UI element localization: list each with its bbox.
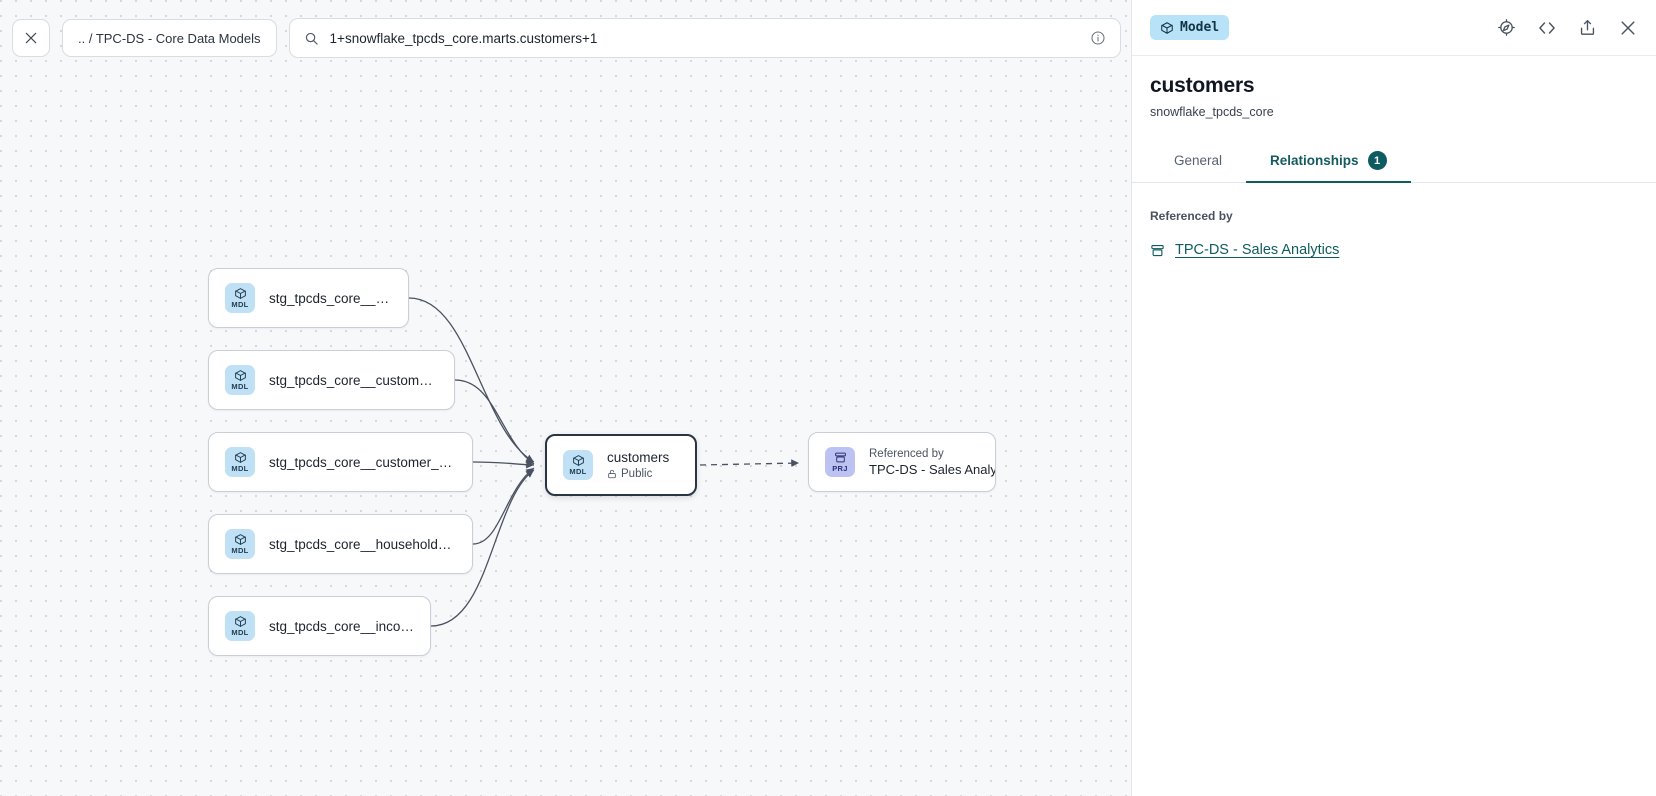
- node-title: TPC-DS - Sales Analytics: [869, 461, 995, 477]
- tab-label: Relationships: [1270, 153, 1359, 168]
- model-badge: MDL: [225, 283, 255, 313]
- breadcrumb[interactable]: .. / TPC-DS - Core Data Models: [62, 19, 277, 57]
- node-title: stg_tpcds_core__household_demogr…: [269, 536, 456, 552]
- details-panel: Model customers snowflake_tpcds_core: [1131, 0, 1656, 796]
- graph-node[interactable]: MDL stg_tpcds_core__household_demogr…: [208, 514, 473, 574]
- section-label-referenced-by: Referenced by: [1150, 209, 1233, 223]
- graph-node[interactable]: MDL stg_tpcds_core__income_band: [208, 596, 431, 656]
- node-text: stg_tpcds_core__customer_demogra…: [269, 455, 456, 470]
- page-title: customers: [1150, 74, 1255, 97]
- node-text: stg_tpcds_core__customer: [269, 291, 392, 306]
- badge-label: MDL: [231, 628, 249, 638]
- panel-body: Referenced by TPC-DS - Sales Analytics: [1132, 183, 1656, 258]
- reference-link[interactable]: TPC-DS - Sales Analytics: [1175, 242, 1340, 258]
- close-lineage-button[interactable]: [12, 19, 50, 57]
- breadcrumb-label: .. / TPC-DS - Core Data Models: [78, 30, 261, 46]
- graph-node[interactable]: MDL stg_tpcds_core__customer_address: [208, 350, 455, 410]
- badge-label: MDL: [231, 546, 249, 556]
- badge-label: MDL: [231, 464, 249, 474]
- node-text: Referenced by TPC-DS - Sales Analytics: [869, 447, 995, 477]
- panel-title-area: customers snowflake_tpcds_core: [1132, 56, 1656, 119]
- search-icon: [304, 31, 319, 46]
- close-icon[interactable]: [1618, 18, 1638, 38]
- project-badge: PRJ: [825, 447, 855, 477]
- panel-tabs: General Relationships 1: [1132, 141, 1656, 183]
- tab-label: General: [1174, 153, 1223, 168]
- cube-icon: [572, 454, 585, 467]
- project-icon: [834, 451, 847, 464]
- lineage-search[interactable]: [288, 18, 1121, 58]
- node-title: stg_tpcds_core__customer_address: [269, 372, 438, 388]
- share-icon[interactable]: [1578, 18, 1597, 37]
- cube-icon: [234, 533, 247, 546]
- graph-nodes-layer: MDL stg_tpcds_core__customer MDL stg_tpc…: [208, 268, 996, 656]
- node-kicker: Referenced by: [869, 447, 944, 460]
- info-circle-icon[interactable]: [1090, 30, 1106, 46]
- node-title: stg_tpcds_core__income_band: [269, 618, 414, 634]
- panel-header-actions: [1497, 18, 1638, 38]
- panel-subtitle: snowflake_tpcds_core: [1150, 105, 1274, 119]
- node-title: stg_tpcds_core__customer: [269, 290, 392, 306]
- node-text: customers Public: [607, 450, 669, 480]
- cube-icon: [234, 615, 247, 628]
- model-badge: MDL: [225, 365, 255, 395]
- node-text: stg_tpcds_core__household_demogr…: [269, 537, 456, 552]
- model-badge: MDL: [225, 529, 255, 559]
- lineage-canvas[interactable]: MDL stg_tpcds_core__customer MDL stg_tpc…: [0, 0, 1131, 796]
- node-visibility: Public: [607, 468, 669, 480]
- project-icon: [1150, 243, 1165, 258]
- badge-label: MDL: [231, 382, 249, 392]
- badge-label: MDL: [231, 300, 249, 310]
- node-title: stg_tpcds_core__customer_demogra…: [269, 454, 456, 470]
- model-badge: MDL: [563, 450, 593, 480]
- graph-node-selected[interactable]: MDL customers Public: [545, 434, 697, 496]
- entity-type-label: Model: [1180, 20, 1220, 35]
- tab-count-badge: 1: [1367, 151, 1387, 170]
- entity-type-chip: Model: [1150, 15, 1230, 40]
- graph-node-project[interactable]: PRJ Referenced by TPC-DS - Sales Analyti…: [808, 432, 996, 492]
- cube-icon: [234, 451, 247, 464]
- visibility-label: Public: [621, 468, 653, 480]
- search-input[interactable]: [329, 30, 1079, 46]
- badge-label: PRJ: [832, 464, 848, 474]
- tab-relationships[interactable]: Relationships 1: [1246, 141, 1411, 183]
- cube-icon: [1160, 21, 1174, 35]
- badge-label: MDL: [569, 467, 587, 477]
- model-badge: MDL: [225, 447, 255, 477]
- panel-header: Model: [1132, 0, 1656, 56]
- reference-item[interactable]: TPC-DS - Sales Analytics: [1150, 242, 1638, 258]
- graph-node[interactable]: MDL stg_tpcds_core__customer: [208, 268, 409, 328]
- node-text: stg_tpcds_core__income_band: [269, 619, 414, 634]
- close-icon: [23, 30, 39, 46]
- cube-icon: [234, 287, 247, 300]
- tab-general[interactable]: General: [1150, 141, 1246, 183]
- node-text: stg_tpcds_core__customer_address: [269, 373, 438, 388]
- lock-icon: [607, 469, 617, 479]
- model-badge: MDL: [225, 611, 255, 641]
- graph-node[interactable]: MDL stg_tpcds_core__customer_demogra…: [208, 432, 473, 492]
- cube-icon: [234, 369, 247, 382]
- code-icon[interactable]: [1537, 18, 1557, 38]
- node-title: customers: [607, 450, 670, 465]
- lineage-toolbar: .. / TPC-DS - Core Data Models: [12, 18, 1131, 58]
- explore-icon[interactable]: [1497, 18, 1516, 37]
